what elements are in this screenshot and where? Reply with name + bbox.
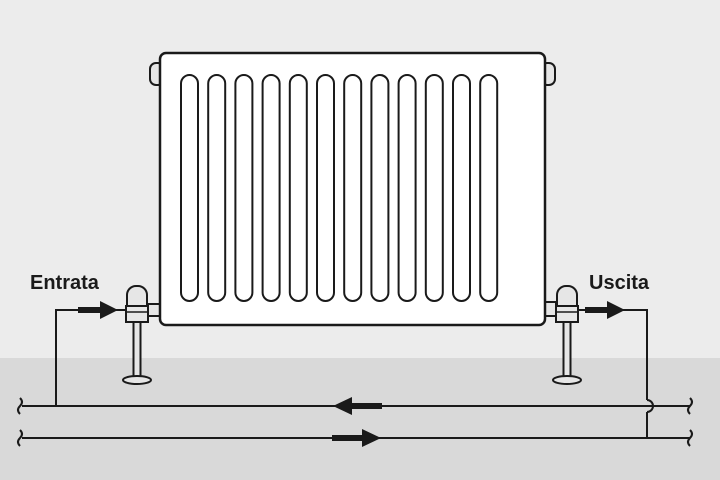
radiator-fin (180, 74, 199, 302)
return-flow-arrow (333, 397, 382, 415)
outlet-label: Uscita (589, 272, 650, 294)
radiator-fin (316, 74, 335, 302)
radiator-fin (261, 74, 281, 302)
inlet-valve (122, 285, 161, 385)
radiator-fin (397, 74, 417, 302)
inlet-arrow (78, 301, 118, 319)
outlet-arrow (585, 301, 625, 319)
supply-flow-arrow (332, 429, 381, 447)
floor (0, 358, 720, 480)
radiator-fin (424, 74, 444, 302)
radiator-fin (343, 74, 363, 302)
radiator-fin (479, 74, 499, 302)
pipe-break-marks (17, 397, 693, 447)
radiator-fin (452, 74, 471, 302)
radiator-fin (207, 74, 227, 302)
radiator-fin (370, 74, 390, 302)
radiator-fin (288, 74, 308, 302)
inlet-label: Entrata (30, 272, 100, 294)
radiator-fin (234, 74, 254, 302)
radiator-fins (180, 74, 499, 302)
outlet-valve (543, 285, 582, 385)
